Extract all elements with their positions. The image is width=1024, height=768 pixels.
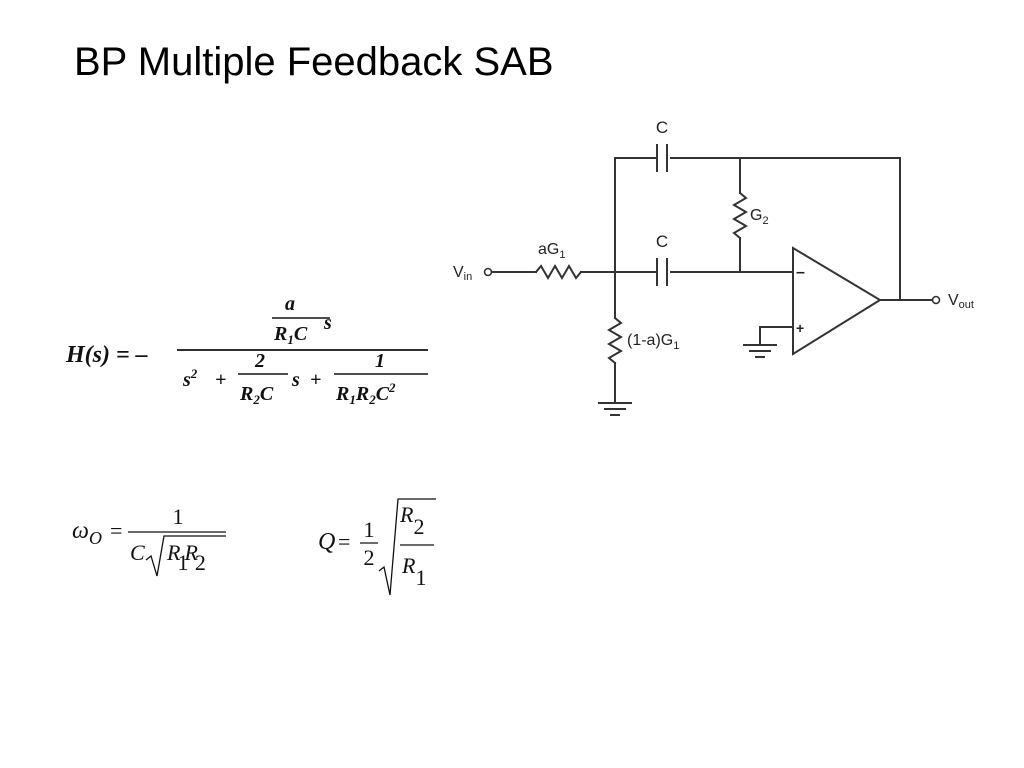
tf-den-r1r2c2: R1R2C2 <box>335 380 396 407</box>
q-sqrt-denominator: R1 <box>401 553 426 590</box>
q-half-denominator: 2 <box>364 545 375 570</box>
opamp-triangle <box>792 246 882 356</box>
label-cap-top: C <box>656 118 668 137</box>
tf-den-plus-2: + <box>310 369 321 391</box>
tf-den-plus-1: + <box>215 369 226 391</box>
omega-symbol: ωO <box>72 518 102 548</box>
omega-sqrt-sign <box>145 535 226 577</box>
tf-den-r2c: R2C <box>239 383 274 407</box>
tf-num-s: s <box>323 312 332 334</box>
omega-den-c: C <box>130 540 145 565</box>
label-g2: G2 <box>750 207 769 227</box>
omega-numerator: 1 <box>173 504 184 529</box>
vin-terminal <box>483 267 493 277</box>
resistor-g2 <box>732 191 748 240</box>
q-sqrt-sign <box>378 498 436 596</box>
tf-num-a: a <box>285 293 295 315</box>
omega-den-r1r2: R1R2 <box>166 540 206 575</box>
vout-terminal <box>931 295 941 305</box>
label-opamp-minus: – <box>796 264 805 281</box>
resistor-ag1 <box>534 264 583 280</box>
resistor-shunt <box>607 316 623 365</box>
omega-formula: ωO = 1 C R1R2 <box>72 504 226 577</box>
tf-lhs: H(s) = – <box>65 342 148 368</box>
tf-den-s: s <box>291 369 300 391</box>
label-opamp-plus: + <box>796 320 804 336</box>
label-shunt-resistor: (1-a)G1 <box>627 332 679 352</box>
slide-title: BP Multiple Feedback SAB <box>74 40 554 84</box>
tf-den-one: 1 <box>375 350 385 372</box>
transfer-function: H(s) = – a R1C s s2 + 2 R2C s + 1 R1R2C2 <box>65 293 428 407</box>
omega-equals: = <box>110 518 122 543</box>
circuit-diagram: C C G2 aG1 (1-a)G1 Vin Vout – + <box>453 118 974 416</box>
tf-den-s-squared: s2 <box>182 366 198 391</box>
tf-num-denominator: R1C <box>273 323 308 347</box>
q-formula: Q = 1 2 R2 R1 <box>318 498 436 596</box>
q-equals: = <box>338 529 350 554</box>
q-sqrt-numerator: R2 <box>399 502 424 539</box>
label-vout: Vout <box>948 292 974 311</box>
label-ag1: aG1 <box>538 241 565 261</box>
label-vin: Vin <box>453 264 472 283</box>
q-half-numerator: 1 <box>364 517 375 542</box>
label-cap-mid: C <box>656 232 668 251</box>
q-symbol: Q <box>318 529 335 555</box>
tf-den-two: 2 <box>254 350 265 372</box>
